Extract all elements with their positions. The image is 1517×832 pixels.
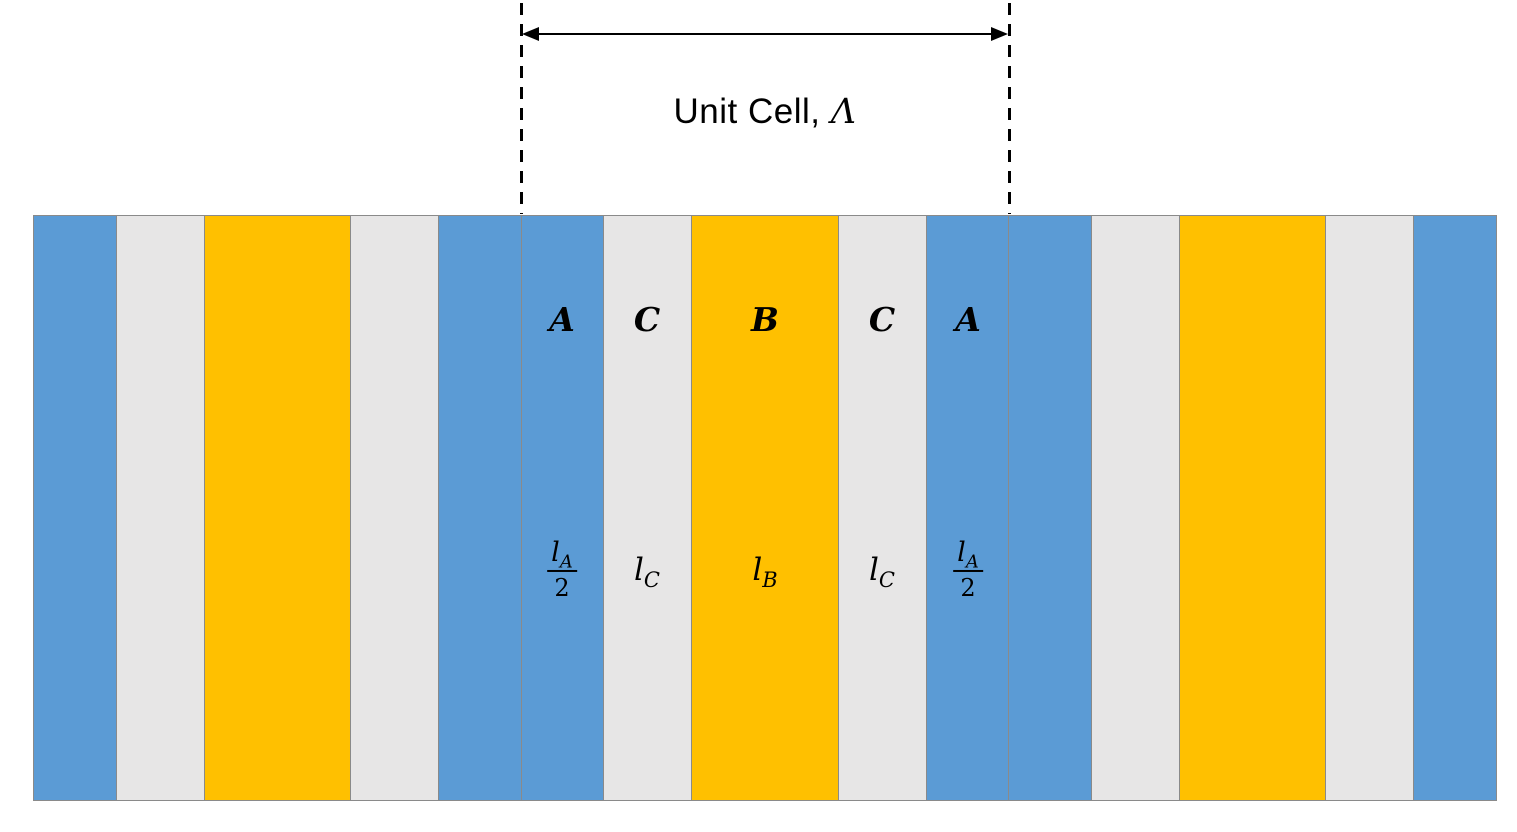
unit-cell-title: Unit Cell, Λ <box>521 92 1009 132</box>
material-letter-B: B <box>751 300 779 339</box>
material-letter-A: A <box>549 300 575 339</box>
stripe-14-material-C <box>1326 216 1415 800</box>
stripe-1-material-A-half <box>34 216 117 800</box>
material-letter-A: A <box>955 300 981 339</box>
stripe-3-material-B <box>204 216 352 800</box>
layer-stack <box>33 215 1497 801</box>
unit-cell-title-text: Unit Cell, <box>673 92 831 131</box>
length-label-C: lC <box>634 552 660 593</box>
stripe-8-material-B <box>692 216 839 800</box>
stripe-15-material-A-half <box>1414 216 1496 800</box>
stripe-6-material-A-half <box>521 216 605 800</box>
unit-cell-right-boundary-line <box>1007 3 1011 214</box>
stripe-13-material-B <box>1179 216 1327 800</box>
lambda-symbol: Λ <box>830 92 857 132</box>
stripe-10-material-A-half <box>926 216 1010 800</box>
material-letter-C: C <box>868 300 896 339</box>
material-letter-C: C <box>633 300 661 339</box>
stripe-4-material-C <box>351 216 440 800</box>
stripe-2-material-C <box>116 216 205 800</box>
stripe-5-material-A-half <box>439 216 522 800</box>
arrowhead-right <box>991 27 1008 41</box>
arrowhead-left <box>522 27 539 41</box>
stripe-9-material-C <box>838 216 927 800</box>
stripe-7-material-C <box>604 216 693 800</box>
stripe-11-material-A-half <box>1009 216 1092 800</box>
unit-cell-extent-arrow <box>522 27 1008 41</box>
stripe-12-material-C <box>1091 216 1180 800</box>
length-label-B: lB <box>752 552 778 593</box>
unit-cell-left-boundary-line <box>519 3 523 214</box>
length-label-C: lC <box>869 552 895 593</box>
